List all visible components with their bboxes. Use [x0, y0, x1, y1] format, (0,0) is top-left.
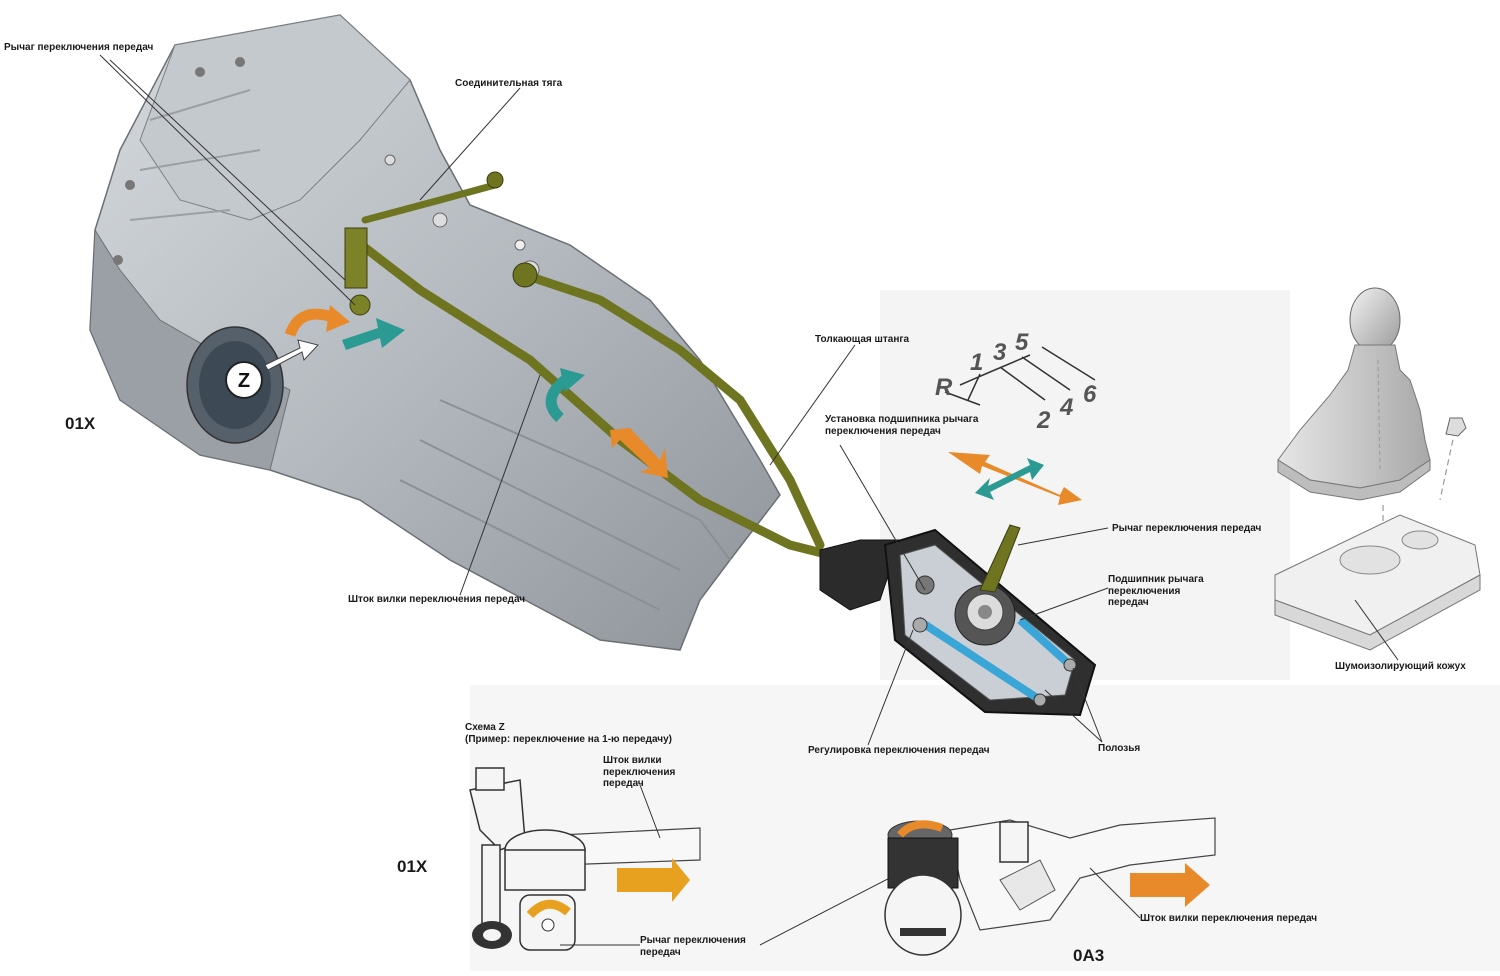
leader-lines: [99, 54, 1399, 946]
scheme-01x: [469, 767, 701, 951]
rotate-arrow-teal-icon: [545, 375, 569, 423]
rod-joint: [512, 262, 538, 288]
scheme-push-arrow-icon: [617, 858, 690, 902]
console-shift-lever: [979, 524, 1021, 593]
variant-label-bottom-right: 0A3: [1073, 946, 1105, 965]
label-push-rod: Толкающая штанга: [815, 334, 910, 345]
label-scheme-z: Схема Z (Пример: переключение на 1-ю пер…: [465, 722, 672, 745]
scheme-rotate-arrow-icon: [526, 899, 571, 919]
z-marker: Z: [225, 361, 263, 399]
label-lever-bearing: Подшипник рычага переключения передач: [1108, 574, 1204, 608]
pattern-3: 3: [993, 339, 1007, 366]
label-noise-cover: Шумоизолирующий кожух: [1335, 661, 1466, 672]
gearbox-housing: [89, 14, 781, 651]
connecting-rod: [361, 181, 499, 224]
orange-double-arrow-icon: [610, 428, 668, 478]
gear-knob-assembly: [1274, 287, 1481, 651]
pattern-4: 4: [1059, 394, 1073, 421]
label-shift-adjust: Регулировка переключения передач: [808, 745, 990, 756]
z-marker-label: Z: [238, 370, 250, 392]
label-bearing-install: Установка подшипника рычага переключения…: [825, 414, 979, 437]
variant-label-top: 01X: [65, 414, 96, 433]
white-arrow-icon: [264, 339, 319, 371]
pattern-2: 2: [1036, 407, 1051, 434]
scheme-0a3: [884, 817, 1216, 956]
pattern-1: 1: [970, 349, 983, 376]
pattern-r: R: [935, 374, 953, 401]
push-rod: [520, 270, 825, 550]
teal-double-arrow-icon: [342, 318, 405, 350]
fastener-nut-icon: [1445, 417, 1467, 437]
cross-arrow-teal-icon: [975, 458, 1044, 500]
label-connecting-rod: Соединительная тяга: [455, 78, 563, 89]
label-rails: Полозья: [1098, 743, 1141, 754]
label-shift-lever-right: Рычаг переключения передач: [1112, 523, 1262, 534]
slide-rail-right: [1017, 617, 1073, 668]
scheme-0a3-push-arrow-icon: [1130, 863, 1210, 907]
pattern-5: 5: [1015, 329, 1029, 356]
variant-label-bottom-left: 01X: [397, 857, 428, 876]
label-shift-lever-top: Рычаг переключения передач: [4, 42, 154, 53]
shift-pattern: R 1 3 5 2 4 6: [935, 329, 1097, 434]
scheme-0a3-rotate-arrow-icon: [897, 820, 944, 838]
slide-rail-left: [915, 616, 1043, 704]
pattern-6: 6: [1083, 381, 1097, 408]
label-shift-lever-bottom: Рычаг переключения передач: [640, 935, 746, 958]
label-fork-rod-scheme: Шток вилки переключения передач: [603, 755, 676, 789]
rubber-boot: [819, 539, 901, 611]
shift-boot: [1277, 344, 1431, 489]
label-fork-rod-mid: Шток вилки переключения передач: [348, 594, 526, 605]
shift-lever-arm: [344, 227, 368, 289]
shift-console: [819, 524, 1097, 717]
label-fork-rod-bottom: Шток вилки переключения передач: [1140, 913, 1318, 924]
gear-knob: [1349, 287, 1401, 353]
